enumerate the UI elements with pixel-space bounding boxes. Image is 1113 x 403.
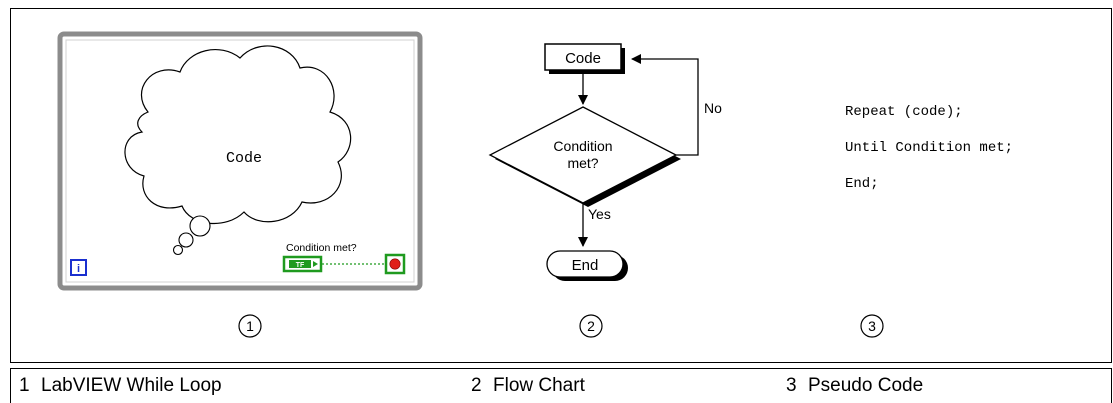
- while-loop-panel: Code i Condition met? TF 1: [57, 31, 423, 338]
- end-label: End: [572, 257, 599, 274]
- legend-label: LabVIEW While Loop: [41, 375, 222, 396]
- callout-3-number: 3: [868, 318, 876, 334]
- iteration-terminal-icon: [70, 259, 87, 276]
- flow-chart-panel: Code Condition met? No Yes End 2: [488, 43, 722, 338]
- pseudo-code-line-1: Repeat (code);: [845, 104, 963, 120]
- thought-bubble-small: [172, 244, 184, 256]
- legend-label: Pseudo Code: [808, 375, 924, 396]
- pseudo-code-panel: 3: [860, 314, 884, 338]
- yes-label: Yes: [588, 206, 611, 222]
- figure-frame: [10, 8, 1112, 363]
- flow-code-box: [544, 43, 622, 71]
- callout-3-circle: [860, 314, 884, 338]
- condition-met-label: Condition met?: [286, 242, 357, 254]
- no-loop-arrow: [631, 54, 699, 156]
- pseudo-code-line-2: Until Condition met;: [845, 140, 1014, 156]
- end-terminator: [546, 250, 624, 278]
- legend-bar: 1 LabVIEW While Loop 2 Flow Chart 3 Pseudo …: [10, 368, 1112, 403]
- flow-code-label: Code: [565, 50, 601, 67]
- legend-label: Flow Chart: [493, 375, 585, 396]
- legend-number: 2: [471, 375, 482, 396]
- condition-line-2: met?: [567, 155, 598, 171]
- callout-1-circle: [238, 314, 262, 338]
- cloud-code-label: Code: [226, 150, 262, 167]
- tf-label: TF: [296, 262, 305, 269]
- legend-item-flow-chart: 2 Flow Chart: [471, 375, 585, 397]
- legend-number: 3: [786, 375, 797, 396]
- legend-item-pseudo-code: 3 Pseudo Code: [786, 375, 923, 397]
- legend-item-while-loop: 1 LabVIEW While Loop: [19, 375, 222, 397]
- callout-2-number: 2: [587, 318, 595, 334]
- callout-2-circle: [579, 314, 603, 338]
- iteration-label: i: [77, 263, 80, 275]
- legend-number: 1: [19, 375, 30, 396]
- condition-line-1: Condition: [553, 138, 612, 154]
- no-label: No: [704, 100, 722, 116]
- callout-1-number: 1: [246, 318, 254, 334]
- thought-bubble-large: [189, 215, 211, 237]
- thought-bubble-medium: [178, 232, 194, 248]
- pseudo-code-line-3: End;: [845, 176, 879, 192]
- code-cloud-shape: [124, 45, 352, 225]
- while-loop-border: [57, 31, 423, 291]
